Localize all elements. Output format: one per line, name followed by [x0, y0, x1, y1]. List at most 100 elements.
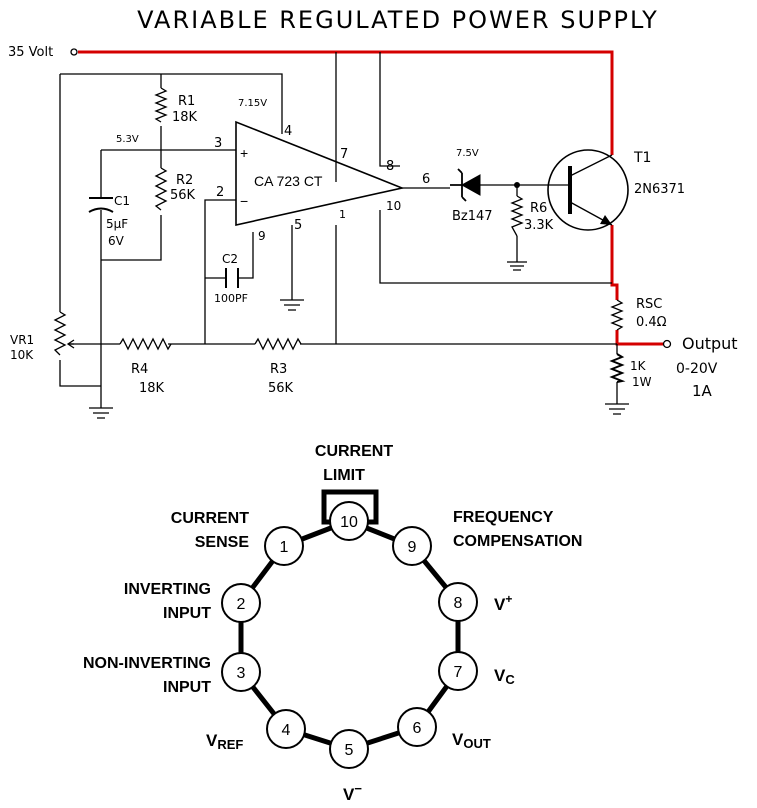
ground-icon — [280, 299, 304, 311]
supply-terminal — [70, 48, 78, 56]
rsc-value: 0.4Ω — [636, 315, 667, 330]
svg-text:8: 8 — [454, 595, 463, 612]
pin-circle: 10 — [329, 501, 369, 541]
ground-icon — [89, 407, 113, 419]
ic-pin4: 4 — [284, 124, 292, 139]
ic-minus: − — [240, 193, 248, 209]
ic-pin8: 8 — [386, 159, 394, 174]
label-vref: VREF — [206, 731, 243, 752]
t1-value: 2N6371 — [634, 182, 685, 197]
ic-pin6: 6 — [422, 172, 430, 187]
r2-name: R2 — [176, 173, 193, 188]
pin-circle: 7 — [438, 651, 478, 691]
r3-resistor — [254, 337, 302, 351]
label-vout: VOUT — [452, 730, 491, 751]
transistor-t1 — [547, 149, 629, 231]
label-noninverting-1: NON-INVERTING — [83, 655, 211, 672]
output-terminal — [662, 339, 672, 349]
junction-dot — [514, 182, 520, 188]
label-v-minus: V− — [343, 781, 362, 804]
c1-value1: 5µF — [106, 217, 128, 231]
svg-text:7: 7 — [454, 664, 463, 681]
zener-name: Bz147 — [452, 209, 493, 224]
label-inverting-2: INPUT — [163, 605, 211, 622]
r1-name: R1 — [178, 94, 195, 109]
pin-circle: 2 — [221, 583, 261, 623]
svg-text:4: 4 — [282, 722, 291, 739]
label-vc: VC — [494, 666, 515, 687]
rsc-resistor — [610, 299, 624, 331]
r4-value: 18K — [139, 381, 165, 396]
r2-resistor — [154, 167, 168, 211]
pin-circle: 1 — [264, 526, 304, 566]
rsc-name: RSC — [636, 297, 662, 312]
c2-value: 100PF — [214, 292, 248, 305]
label-noninverting-2: INPUT — [163, 679, 211, 696]
ic-pin7: 7 — [340, 147, 348, 162]
voltage-pin4: 7.15V — [238, 98, 267, 109]
c1-value2: 6V — [108, 234, 125, 248]
ground-icon — [507, 261, 527, 271]
r3-value: 56K — [268, 381, 294, 396]
r4-name: R4 — [131, 362, 148, 377]
supply-label: 35 Volt — [8, 45, 53, 60]
svg-text:2: 2 — [237, 596, 246, 613]
label-current-sense-1: CURRENT — [171, 510, 249, 527]
c2-capacitor — [225, 268, 239, 288]
svg-text:3: 3 — [237, 665, 246, 682]
r1-value: 18K — [172, 110, 198, 125]
ground-icon — [605, 403, 629, 415]
r2-value: 56K — [170, 188, 196, 203]
svg-text:9: 9 — [408, 539, 417, 556]
ic-pin2: 2 — [216, 185, 224, 200]
zener-diode — [450, 168, 481, 202]
t1-name: T1 — [633, 150, 651, 166]
r3-name: R3 — [270, 362, 287, 377]
load-value1: 1K — [630, 359, 647, 373]
r6-name: R6 — [530, 201, 547, 216]
svg-text:1: 1 — [280, 539, 289, 556]
ic-pin1: 1 — [339, 208, 346, 221]
pin-circle: 5 — [329, 729, 369, 769]
ic-pin3: 3 — [214, 136, 222, 151]
pin-circle: 6 — [397, 707, 437, 747]
c1-name: C1 — [114, 194, 130, 208]
diagram-title: VARIABLE REGULATED POWER SUPPLY — [137, 6, 659, 34]
vr1-wiper-arrow — [66, 339, 75, 349]
label-current-limit-1: CURRENT — [315, 443, 393, 460]
pin-circle: 4 — [266, 709, 306, 749]
c2-name: C2 — [222, 252, 238, 266]
label-v-plus: V+ — [494, 592, 512, 614]
r4-resistor — [119, 337, 172, 351]
label-current-limit-2: LIMIT — [323, 467, 365, 484]
label-inverting-1: INVERTING — [124, 581, 211, 598]
vr1-potentiometer — [53, 311, 67, 356]
r6-resistor — [510, 195, 524, 237]
svg-text:5: 5 — [345, 742, 354, 759]
pin-circle: 3 — [221, 652, 261, 692]
vr1-value: 10K — [10, 348, 34, 362]
r6-value: 3.3K — [524, 218, 554, 233]
svg-text:6: 6 — [413, 720, 422, 737]
label-frequency-comp-2: COMPENSATION — [453, 533, 582, 550]
load-value2: 1W — [632, 375, 652, 389]
pin-circle: 8 — [438, 582, 478, 622]
output-label: Output — [682, 334, 738, 353]
ic-pin10: 10 — [386, 199, 401, 213]
output-range: 0-20V — [676, 361, 718, 377]
c1-capacitor — [88, 197, 114, 213]
label-frequency-comp-1: FREQUENCY — [453, 509, 554, 526]
ic-label: CA 723 CT — [254, 173, 323, 189]
vr1-name: VR1 — [10, 333, 34, 347]
r1-resistor — [154, 87, 168, 123]
ic-ca723: CA 723 CT + − 4 3 2 7 8 6 10 9 5 1 — [214, 120, 430, 243]
svg-text:10: 10 — [340, 514, 358, 531]
ic-plus: + — [240, 145, 248, 161]
ic-pin9: 9 — [258, 229, 266, 243]
power-rail — [78, 50, 663, 346]
output-current: 1A — [692, 382, 713, 400]
label-current-sense-2: SENSE — [195, 534, 250, 551]
load-resistor — [609, 353, 626, 383]
pin-circle: 9 — [392, 526, 432, 566]
